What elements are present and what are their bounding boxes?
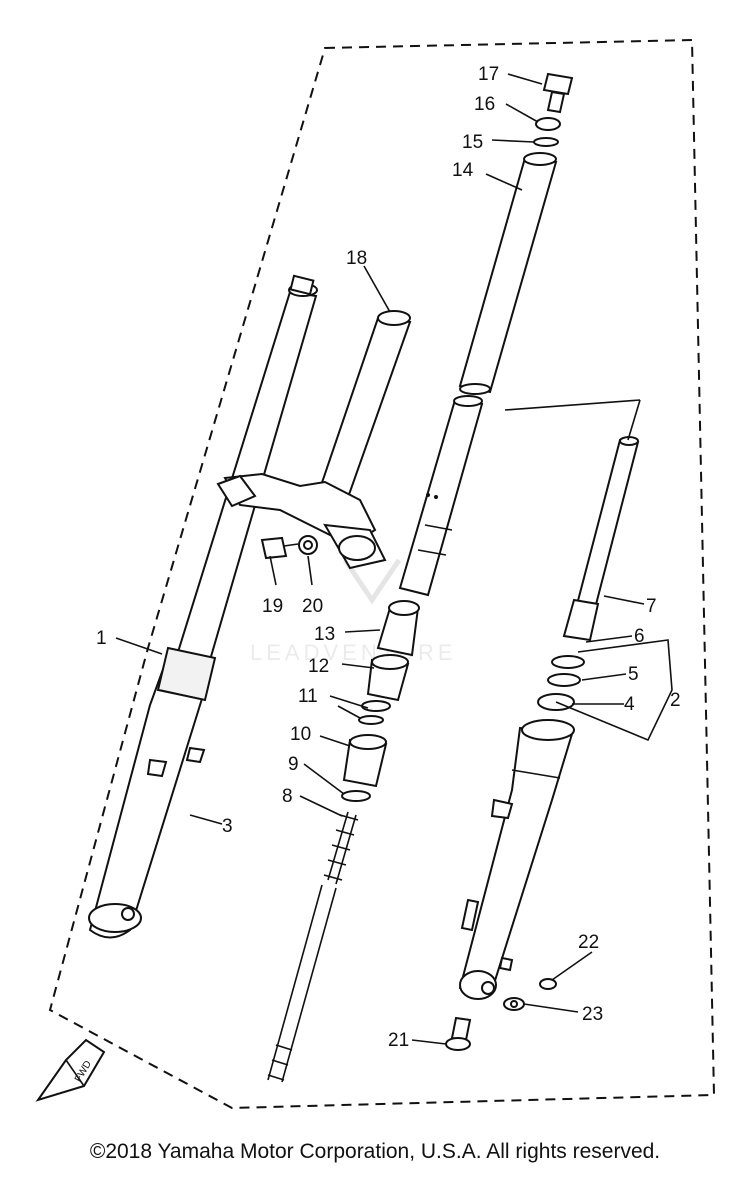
callout-14: 14 (452, 160, 474, 181)
callout-6: 6 (634, 626, 645, 647)
watermark-logo: LEADVENTURE (250, 558, 457, 665)
callout-9: 9 (288, 754, 299, 775)
callout-17: 17 (478, 64, 499, 85)
callout-4: 4 (624, 694, 635, 715)
callout-13: 13 (314, 624, 335, 645)
callout-1: 1 (96, 628, 107, 649)
callout-19: 19 (262, 596, 283, 617)
callout-22: 22 (578, 932, 599, 953)
callout-10: 10 (290, 724, 311, 745)
callout-11: 11 (298, 686, 318, 707)
under-bracket-assembly (216, 310, 412, 570)
callout-20: 20 (302, 596, 323, 617)
callout-7: 7 (646, 596, 657, 617)
callout-5: 5 (628, 664, 639, 685)
forward-direction-marker: FWD (35, 1038, 106, 1102)
callout-8: 8 (282, 786, 293, 807)
callout-23: 23 (582, 1004, 603, 1025)
center-parts (267, 72, 574, 1083)
callout-12: 12 (308, 656, 329, 677)
assembly-boundary (48, 38, 716, 1110)
callout-16: 16 (474, 94, 495, 115)
right-fork-assembly (445, 436, 640, 1051)
callout-21: 21 (388, 1030, 409, 1051)
callout-18: 18 (346, 248, 367, 269)
callout-2: 2 (670, 690, 681, 711)
fork-exploded-diagram: LEADVENTURE (35, 38, 716, 1110)
callout-15: 15 (462, 132, 483, 153)
callout-3: 3 (222, 816, 233, 837)
watermark-text: LEADVENTURE (250, 640, 457, 665)
copyright-notice: ©2018 Yamaha Motor Corporation, U.S.A. A… (89, 1140, 661, 1163)
leader-lines (115, 73, 645, 1045)
group-bracket-2 (504, 399, 673, 742)
